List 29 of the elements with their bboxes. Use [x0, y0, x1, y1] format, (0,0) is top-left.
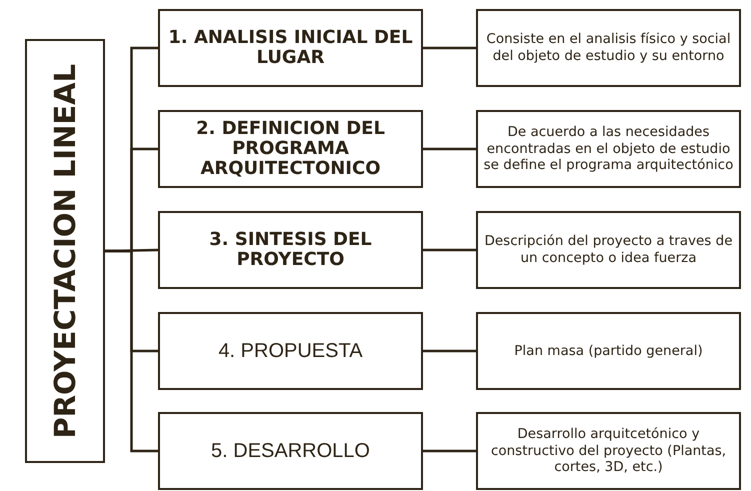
description-box: [476, 9, 741, 87]
description-box: [476, 312, 741, 390]
description-box: [476, 110, 741, 188]
step-text: 2. DEFINICION DEL PROGRAMA ARQUITECTONICO: [195, 119, 386, 179]
step-text: 3. SINTESIS DEL PROYECTO: [208, 230, 373, 270]
connector-line: [423, 350, 476, 352]
step-text: 5. DESARROLLO: [210, 439, 371, 463]
connector-line: [423, 248, 476, 252]
step-text: 4. PROPUESTA: [217, 339, 364, 363]
connector-line: [423, 450, 476, 452]
description-box: [476, 211, 741, 289]
step-box: [158, 412, 423, 490]
description-text: De acuerdo a las necesidades encontradas en el objeto de estudio se define el programa arquitectónico: [482, 124, 734, 174]
title-box: [25, 39, 105, 463]
description-text: Desarrollo arquitcetónico y constructivo del proyecto (Plantas, cortes, 3D, etc.): [490, 426, 728, 476]
description-text: Consiste en el analisis físico y social del objeto de estudio y su entorno: [485, 31, 732, 65]
step-box: [158, 9, 423, 87]
title-text: PROYECTACION LINEAL: [50, 62, 80, 440]
connector-line: [105, 250, 158, 452]
step-box: [158, 110, 423, 188]
description-text: Plan masa (partido general): [513, 342, 704, 360]
connector-line: [423, 46, 476, 50]
description-box: [476, 412, 741, 490]
connector-line: [423, 148, 476, 150]
description-text: Descripción del proyecto a traves de un concepto o idea fuerza: [483, 233, 734, 267]
connector-line: [104, 248, 158, 252]
step-box: [158, 312, 423, 390]
step-box: [158, 211, 423, 289]
step-text: 1. ANALISIS INICIAL DEL LUGAR: [167, 28, 414, 68]
